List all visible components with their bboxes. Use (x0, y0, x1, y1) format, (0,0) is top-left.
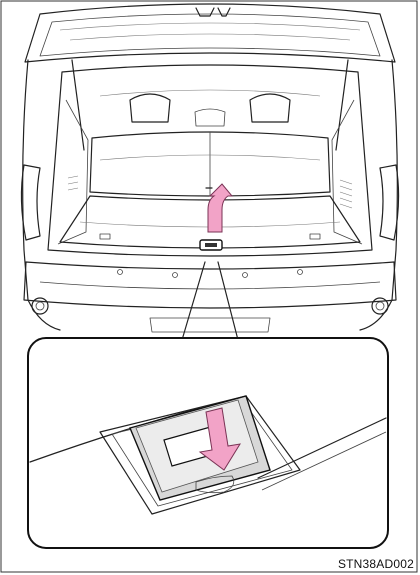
detail-callout (28, 338, 388, 548)
figure-code: STN38AD002 (338, 557, 414, 571)
lift-arrow (208, 184, 232, 232)
callout-leader (182, 262, 238, 340)
liftgate (25, 4, 395, 150)
